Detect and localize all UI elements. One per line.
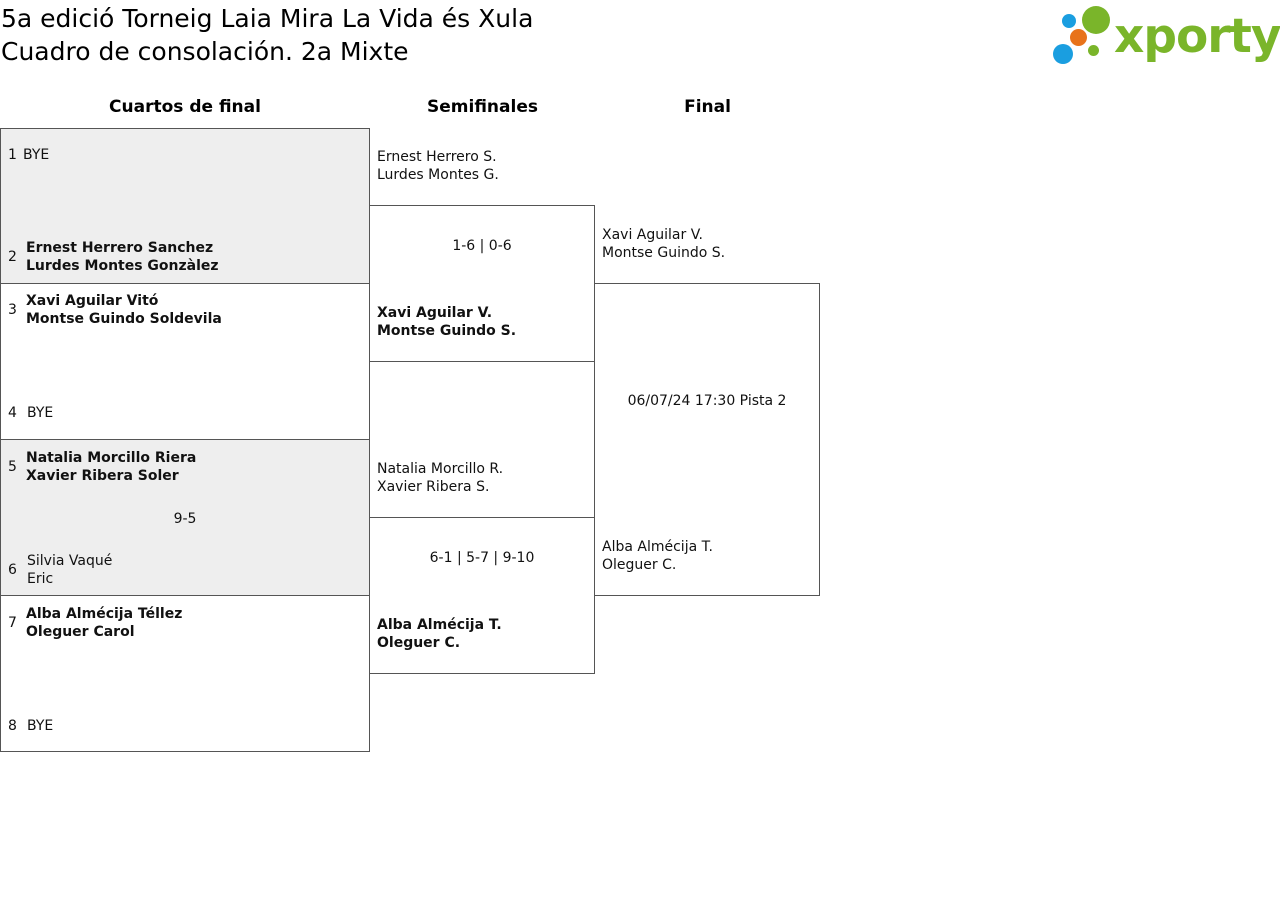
player-name: Xavi Aguilar V.: [602, 227, 703, 243]
player-name: Montse Guindo S.: [602, 245, 726, 261]
logo-dot-blue: [1062, 14, 1076, 28]
player-name: Oleguer Carol: [26, 624, 135, 640]
player-name: Xavier Ribera Soler: [26, 468, 179, 484]
semifinal-match-1: 1-6 | 0-6 Xavi Aguilar V. Montse Guindo …: [369, 205, 595, 362]
page-title: 5a edició Torneig Laia Mira La Vida és X…: [1, 2, 533, 68]
final-bottom-team: Alba Almécija T. Oleguer C.: [602, 538, 713, 574]
team-name: BYE: [27, 718, 54, 734]
logo-dot-green: [1082, 6, 1110, 34]
draw-name: Cuadro de consolación. 2a Mixte: [1, 37, 409, 66]
round-header-semifinals: Semifinales: [427, 97, 538, 117]
logo-dot-orange: [1070, 29, 1087, 46]
semifinal-match-2: 6-1 | 5-7 | 9-10 Alba Almécija T. Olegue…: [369, 517, 595, 674]
seed-number: 7: [8, 615, 17, 631]
xporty-logo: xporty: [1052, 4, 1280, 66]
final-match: 06/07/24 17:30 Pista 2 Alba Almécija T. …: [594, 283, 820, 596]
player-name: Ernest Herrero Sanchez: [26, 240, 214, 256]
seed-number: 5: [8, 459, 17, 475]
player-name: Oleguer C.: [377, 635, 461, 651]
player-name: Ernest Herrero S.: [377, 149, 497, 165]
team-entry: Silvia Vaqué Eric: [27, 552, 112, 588]
team-bye: BYE: [27, 404, 53, 422]
match-score: 9-5: [173, 511, 197, 527]
semifinal-1-bottom-team: Xavi Aguilar V. Montse Guindo S.: [377, 304, 516, 340]
seed-number: 8: [8, 718, 17, 734]
round-header-quarterfinals: Cuartos de final: [109, 97, 261, 117]
team-entry: Alba Almécija Téllez Oleguer Carol: [26, 605, 182, 641]
final-top-team: Xavi Aguilar V. Montse Guindo S.: [602, 226, 725, 262]
player-name: Xavi Aguilar Vitó: [26, 293, 159, 309]
logo-dot-blue-large: [1053, 44, 1073, 64]
quarterfinal-match-2: 3 Xavi Aguilar Vitó Montse Guindo Soldev…: [0, 283, 370, 440]
player-name: Oleguer C.: [602, 557, 677, 573]
player-name: Xavier Ribera S.: [377, 479, 490, 495]
seed-number: 6: [8, 562, 17, 578]
player-name: Xavi Aguilar V.: [377, 305, 493, 321]
semifinal-1-top-team: Ernest Herrero S. Lurdes Montes G.: [377, 148, 499, 184]
player-name: Silvia Vaqué: [27, 553, 113, 569]
team-entry: Natalia Morcillo Riera Xavier Ribera Sol…: [26, 449, 196, 485]
player-name: Natalia Morcillo R.: [377, 461, 504, 477]
seed-number: 2: [8, 249, 17, 265]
quarterfinal-match-4: 7 Alba Almécija Téllez Oleguer Carol 8 B…: [0, 595, 370, 752]
semifinal-2-top-team: Natalia Morcillo R. Xavier Ribera S.: [377, 460, 503, 496]
seed-number: 3: [8, 302, 17, 318]
player-name: Natalia Morcillo Riera: [26, 450, 197, 466]
player-name: Alba Almécija T.: [602, 539, 713, 555]
quarterfinal-match-3: 5 Natalia Morcillo Riera Xavier Ribera S…: [0, 439, 370, 596]
player-name: Alba Almécija Téllez: [26, 606, 183, 622]
team-entry: Xavi Aguilar Vitó Montse Guindo Soldevil…: [26, 292, 222, 328]
logo-wordmark: xporty: [1114, 9, 1280, 64]
team-bye: BYE: [27, 717, 53, 735]
seed-number: 1: [8, 147, 17, 163]
player-name: Lurdes Montes G.: [377, 167, 499, 183]
round-header-final: Final: [684, 97, 731, 117]
player-name: Alba Almécija T.: [377, 617, 502, 633]
team-entry: Ernest Herrero Sanchez Lurdes Montes Gon…: [26, 239, 219, 275]
player-name: Montse Guindo Soldevila: [26, 311, 222, 327]
player-name: Lurdes Montes Gonzàlez: [26, 258, 219, 274]
tournament-name: 5a edició Torneig Laia Mira La Vida és X…: [1, 4, 534, 33]
team-bye: BYE: [23, 146, 49, 164]
quarterfinal-match-1: 1 BYE 2 Ernest Herrero Sanchez Lurdes Mo…: [0, 128, 370, 284]
seed-number: 4: [8, 405, 17, 421]
player-name: Montse Guindo S.: [377, 323, 517, 339]
semifinal-2-bottom-team: Alba Almécija T. Oleguer C.: [377, 616, 502, 652]
player-name: Eric: [27, 571, 54, 587]
match-schedule: 06/07/24 17:30 Pista 2: [627, 393, 787, 409]
team-name: BYE: [27, 405, 54, 421]
team-name: BYE: [23, 147, 50, 163]
logo-dot-green-small: [1088, 45, 1099, 56]
match-score: 1-6 | 0-6: [452, 238, 512, 254]
match-score: 6-1 | 5-7 | 9-10: [429, 550, 535, 566]
